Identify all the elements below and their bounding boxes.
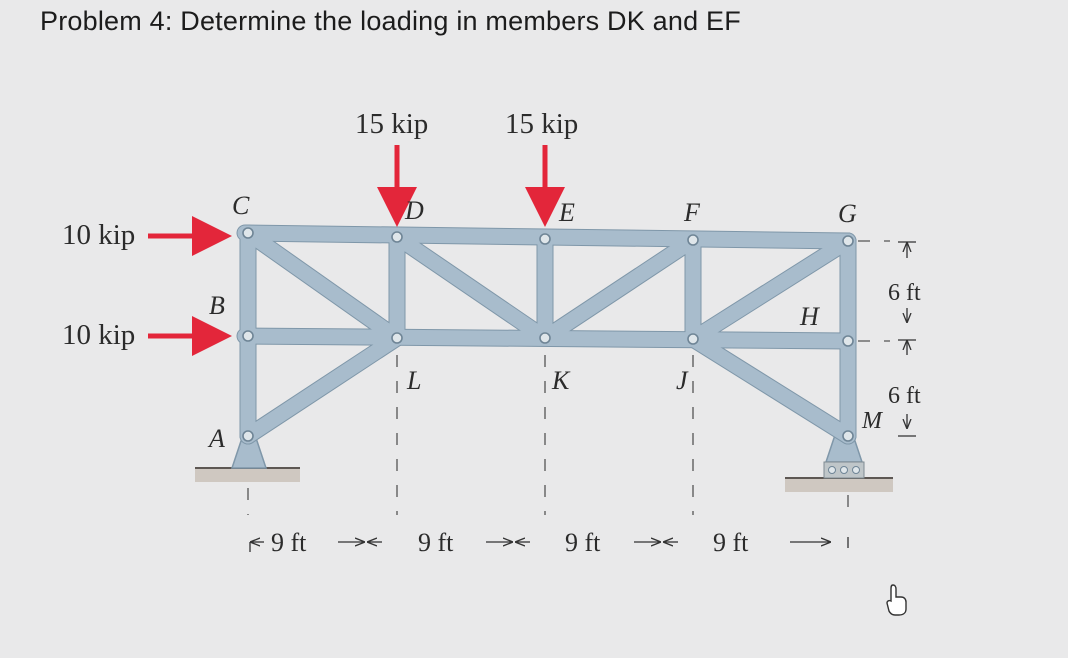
horizontal-dimension: 9 ft 9 ft 9 ft 9 ft [249, 528, 849, 557]
span-label-1: 9 ft [271, 528, 307, 557]
joint-label-m: M [861, 408, 884, 434]
joint-label-l: L [406, 366, 421, 395]
span-label-4: 9 ft [713, 528, 749, 557]
height-label-lower: 6 ft [888, 383, 921, 409]
truss-pins [242, 227, 854, 442]
joint-label-b: B [209, 291, 225, 320]
span-label-3: 9 ft [565, 528, 601, 557]
problem-title: Problem 4: Determine the loading in memb… [40, 6, 741, 36]
joint-label-a: A [207, 424, 225, 453]
joint-label-e: E [558, 198, 575, 227]
span-label-2: 9 ft [418, 528, 454, 557]
load-label-b: 10 kip [62, 319, 135, 351]
load-label-d: 15 kip [355, 108, 428, 140]
ground-right [785, 477, 893, 492]
joint-label-f: F [683, 198, 701, 227]
pointer-hand-icon [886, 584, 907, 616]
projection-lines [247, 240, 890, 515]
joint-label-g: G [838, 199, 857, 228]
roller-m [823, 461, 865, 479]
load-label-e: 15 kip [505, 108, 578, 140]
load-label-c: 10 kip [62, 219, 135, 251]
joint-label-k: K [551, 366, 571, 395]
joint-label-h: H [799, 302, 820, 331]
joint-label-c: C [232, 191, 250, 220]
height-label-upper: 6 ft [888, 280, 921, 306]
ground-left [195, 467, 300, 482]
load-arrows [148, 145, 565, 356]
joint-label-j: J [676, 366, 689, 395]
vertical-dimension: 6 ft 6 ft [888, 241, 921, 437]
joint-label-d: D [404, 196, 424, 225]
